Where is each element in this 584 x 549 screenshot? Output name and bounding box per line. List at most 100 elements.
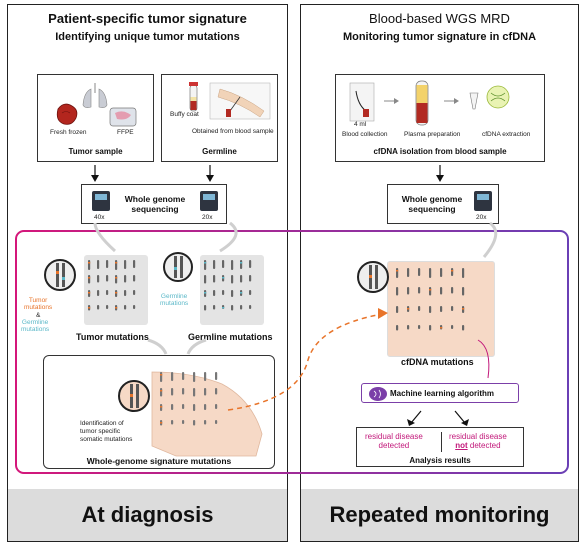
right-sequencing-label: Whole genome sequencing <box>401 194 463 214</box>
chromosome-mark <box>106 305 109 309</box>
chromosome-mark <box>213 305 216 310</box>
chromosome-mark <box>429 325 432 331</box>
seq-to-cfdna-arrow <box>482 221 498 258</box>
chromosome-mark <box>204 388 207 396</box>
chromosome-mark <box>124 260 127 269</box>
chromosome-mark <box>440 287 443 295</box>
not-detected-label: residual disease not detected <box>449 432 507 450</box>
chromosome-mark <box>193 372 196 382</box>
mutation-mark <box>160 422 163 424</box>
chromosome-mark <box>182 420 185 424</box>
magnifier-icon <box>118 380 150 412</box>
not-detected-prefix: residual disease <box>449 432 507 441</box>
mutation-mark <box>204 292 207 294</box>
results-box: residual disease detected residual disea… <box>356 427 524 467</box>
germline-box: Buffy coat Obtained from blood sample Ge… <box>161 74 278 162</box>
mutation-mark <box>462 308 465 310</box>
chromosome-mark <box>204 260 207 270</box>
sequencer-icon <box>92 191 110 211</box>
ffpe-label: FFPE <box>117 129 134 136</box>
chromosome-mark <box>160 388 163 397</box>
mutation-mark <box>160 406 163 408</box>
chromosome-mark <box>213 275 216 283</box>
chromosome-mark <box>451 287 454 294</box>
chromosome-mark <box>106 275 109 282</box>
chromosome-mark <box>88 260 91 270</box>
chromosome-mark <box>440 306 443 312</box>
left-subtitle: Identifying unique tumor mutations <box>55 31 240 43</box>
chromosome-mark <box>429 287 432 296</box>
tumor-karyotype-details <box>44 259 76 291</box>
chromosome-mark <box>407 325 410 330</box>
left-footer: At diagnosis <box>8 489 287 541</box>
chromosome-mark <box>407 287 410 295</box>
ml-label: Machine learning algorithm <box>390 389 495 398</box>
chromosome-mark <box>249 260 252 268</box>
magnifier-icon <box>44 259 76 291</box>
dashed-arrow-head <box>378 308 388 319</box>
left-sequencing-label: Whole genome sequencing <box>124 194 186 214</box>
chromosome-mark <box>451 268 454 276</box>
fresh-frozen-label: Fresh frozen <box>50 129 87 136</box>
detected-label: residual disease detected <box>365 432 423 450</box>
germline-karyotype-details <box>163 252 193 282</box>
legend-tumor-mutations: Tumor mutations <box>24 297 53 311</box>
mutation-mark <box>240 262 243 264</box>
chromosome-mark <box>133 275 136 282</box>
chromosome-mark <box>215 372 218 380</box>
chromosome-mark <box>88 275 91 284</box>
sequencer-icons <box>92 191 218 211</box>
left-arrows-top <box>91 165 214 182</box>
chromosome-mark <box>182 388 185 395</box>
chromosome-mark <box>133 260 136 268</box>
brain-ml-icon <box>369 387 387 401</box>
chromosome-mark <box>204 305 207 311</box>
step-cfdna-extraction: cfDNA extraction <box>482 131 531 138</box>
isolation-illustration <box>349 80 510 126</box>
chromosome-mark <box>171 404 174 410</box>
obtained-from-blood-label: Obtained from blood sample <box>192 128 274 135</box>
chromosome-mark <box>204 420 207 425</box>
magnifier-icon <box>357 261 389 293</box>
mutation-mark <box>451 270 454 272</box>
not-word: not <box>455 441 468 450</box>
right-footer: Repeated monitoring <box>301 489 578 541</box>
chromosome-mark <box>115 260 118 270</box>
chromosome-mark <box>204 404 207 410</box>
mutation-mark <box>396 270 399 272</box>
chromosome-mark <box>204 372 207 381</box>
germline-caption: Germline <box>202 147 237 156</box>
ml-to-cfdna-arrow <box>477 339 490 379</box>
mutation-mark <box>204 262 207 264</box>
chromosome-mark <box>97 260 100 269</box>
mutation-mark <box>160 390 163 392</box>
magnifier-icon <box>163 252 193 282</box>
results-divider <box>441 432 442 452</box>
mutation-mark <box>440 327 443 329</box>
tumor-to-signature-arrow <box>147 338 168 355</box>
legend-germline-only: Germline mutations <box>160 293 189 307</box>
arrow-right-icon <box>444 98 459 104</box>
legend-germline-mutations: Germline mutations <box>21 319 50 333</box>
mutation-mark <box>115 307 118 309</box>
analysis-results-caption: Analysis results <box>409 456 471 465</box>
isolation-box: 4 ml Blood collection Plasma preparation… <box>335 74 545 162</box>
step-blood-collection: Blood collection <box>342 131 388 138</box>
ml-box: Machine learning algorithm <box>361 383 519 403</box>
left-sequencing-box: Whole genome sequencing 40x 20x <box>81 184 227 224</box>
chromosome-mark <box>106 260 109 268</box>
chromosome-mark <box>396 268 399 278</box>
mutation-mark <box>88 277 91 279</box>
chromosome-mark <box>429 268 432 278</box>
chromosome-mark <box>240 260 243 269</box>
chromosome-mark <box>193 420 196 426</box>
chromosome-mark <box>124 290 127 296</box>
chromosome-mark <box>396 325 399 331</box>
germline-mutations-caption: Germline mutations <box>188 332 273 342</box>
chromosome-mark <box>231 275 234 284</box>
chromosome-mark <box>249 290 252 295</box>
tumor-tissue-icon <box>56 103 78 125</box>
chromosome-mark <box>171 420 174 425</box>
